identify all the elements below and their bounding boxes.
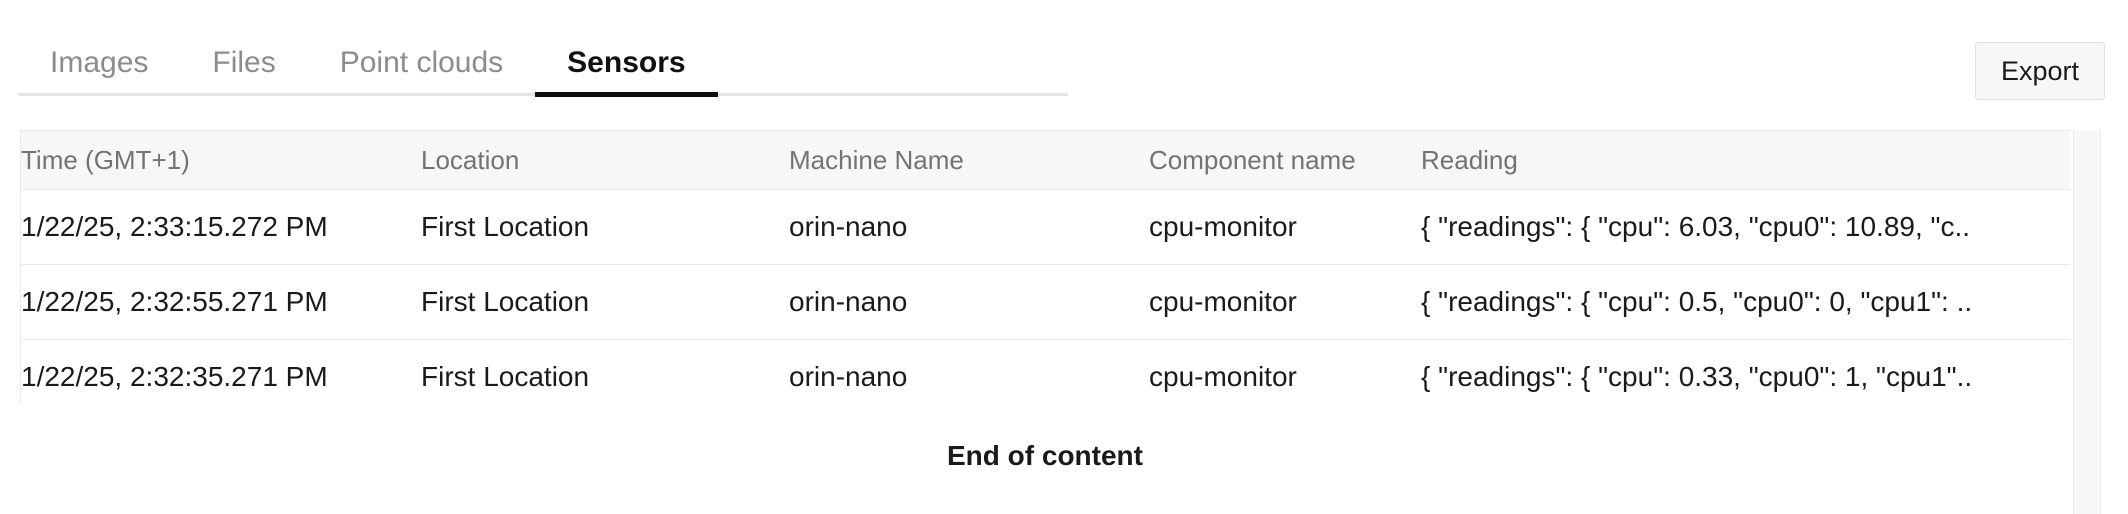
table-header-row: Time (GMT+1) Location Machine Name Compo… [20,130,2070,190]
cell-location: First Location [421,264,789,340]
tab-images[interactable]: Images [18,0,180,97]
column-header-reading[interactable]: Reading [1421,130,2070,190]
tab-files[interactable]: Files [180,0,307,97]
cell-time: 1/22/25, 2:33:15.272 PM [20,189,421,265]
cell-reading: { "readings": { "cpu": 6.03, "cpu0": 10.… [1421,189,2070,265]
cell-reading: { "readings": { "cpu": 0.5, "cpu0": 0, "… [1421,264,2070,340]
cell-component-name: cpu-monitor [1149,339,1421,405]
tab-bar: Images Files Point clouds Sensors [0,0,2128,97]
column-header-component-name[interactable]: Component name [1149,130,1421,190]
sensors-table-container: Time (GMT+1) Location Machine Name Compo… [20,130,2070,405]
column-header-time[interactable]: Time (GMT+1) [20,130,421,190]
sensors-table: Time (GMT+1) Location Machine Name Compo… [20,130,2070,405]
cell-time: 1/22/25, 2:32:35.271 PM [20,339,421,405]
table-row[interactable]: 1/22/25, 2:33:15.272 PM First Location o… [20,189,2070,265]
cell-component-name: cpu-monitor [1149,264,1421,340]
table-header: Time (GMT+1) Location Machine Name Compo… [20,130,2070,190]
tab-list: Images Files Point clouds Sensors [18,0,718,97]
vertical-scrollbar[interactable] [2073,130,2101,514]
tab-point-clouds[interactable]: Point clouds [308,0,535,97]
table-body: 1/22/25, 2:33:15.272 PM First Location o… [20,189,2070,405]
tab-sensors[interactable]: Sensors [535,0,718,97]
column-header-location[interactable]: Location [421,130,789,190]
table-row[interactable]: 1/22/25, 2:32:55.271 PM First Location o… [20,264,2070,340]
cell-time: 1/22/25, 2:32:55.271 PM [20,264,421,340]
cell-component-name: cpu-monitor [1149,189,1421,265]
column-header-machine-name[interactable]: Machine Name [789,130,1149,190]
cell-machine-name: orin-nano [789,339,1149,405]
cell-machine-name: orin-nano [789,264,1149,340]
table-row[interactable]: 1/22/25, 2:32:35.271 PM First Location o… [20,339,2070,405]
cell-location: First Location [421,339,789,405]
cell-machine-name: orin-nano [789,189,1149,265]
end-of-content-label: End of content [947,440,1143,471]
export-button[interactable]: Export [1975,42,2105,100]
cell-reading: { "readings": { "cpu": 0.33, "cpu0": 1, … [1421,339,2070,405]
cell-location: First Location [421,189,789,265]
